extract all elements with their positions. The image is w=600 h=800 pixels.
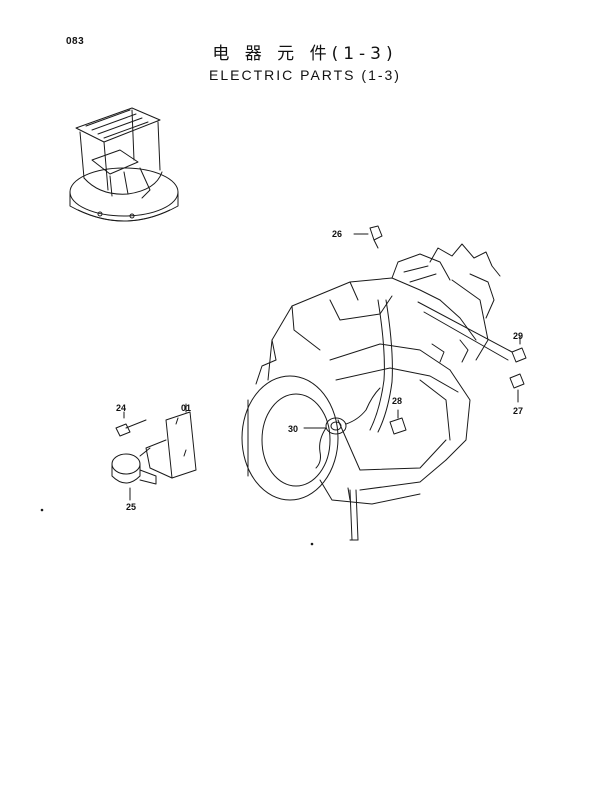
title-block: 电 器 元 件(1-3) ELECTRIC PARTS (1-3) (180, 44, 430, 84)
callout-01: 01 (181, 403, 192, 413)
bolt-24-drawing (115, 411, 147, 437)
sensor-29-drawing (511, 335, 527, 363)
page-number: 083 (66, 36, 85, 47)
title-chinese: 电 器 元 件(1-3) (212, 44, 398, 64)
title-english: ELECTRIC PARTS (1-3) (209, 67, 401, 83)
callout-30: 30 (288, 424, 299, 434)
sensor-26-drawing (353, 225, 383, 249)
machine-overview-thumbnail (69, 107, 179, 222)
callout-29: 29 (513, 331, 524, 341)
callout-25: 25 (126, 502, 137, 512)
engine-assembly (241, 243, 513, 541)
callout-26: 26 (332, 229, 343, 239)
component-25-drawing (111, 447, 157, 501)
sensor-27-drawing (509, 373, 525, 403)
sensor-28-drawing (389, 409, 407, 435)
callout-28: 28 (392, 396, 403, 406)
bracket-01-drawing (145, 403, 197, 479)
callout-27: 27 (513, 406, 524, 416)
sensor-30-drawing (303, 387, 381, 469)
callout-24: 24 (116, 403, 127, 413)
